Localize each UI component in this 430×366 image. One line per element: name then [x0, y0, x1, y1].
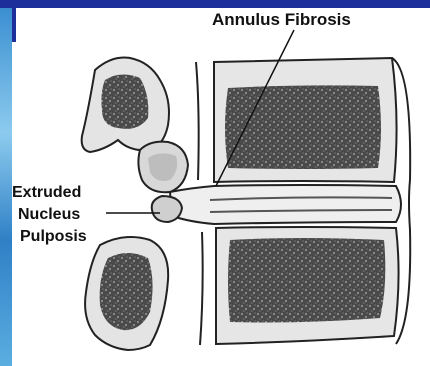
extruded-nucleus-line-2: Nucleus: [18, 204, 87, 226]
left-strip: [0, 8, 12, 366]
extruded-nucleus-line-1: Extruded: [12, 182, 87, 204]
extruded-nucleus-line-3: Pulposis: [20, 226, 87, 248]
extruded-nucleus: [152, 196, 182, 222]
annulus-fibrosis-label: Annulus Fibrosis: [212, 10, 351, 30]
extruded-nucleus-label: Extruded Nucleus Pulposis: [12, 182, 87, 248]
intervertebral-disc: [170, 185, 401, 224]
top-bar: [0, 0, 430, 8]
